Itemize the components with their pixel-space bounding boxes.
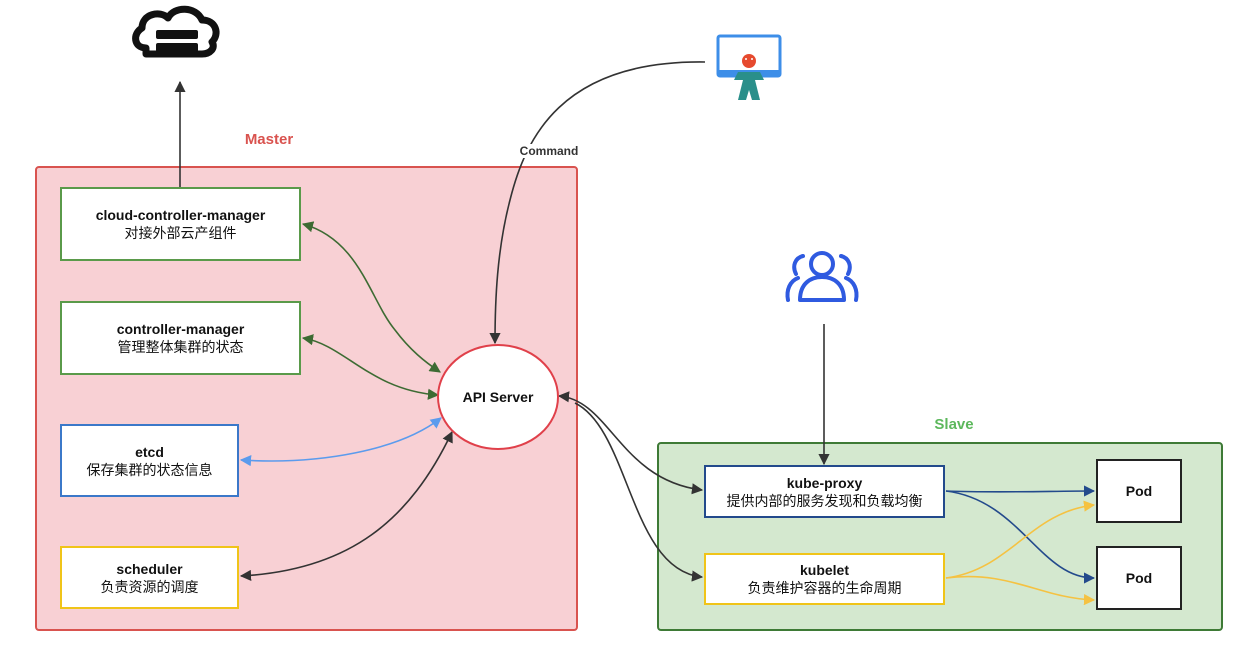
pod-node-1[interactable]: Pod bbox=[1096, 459, 1182, 523]
edge-api-etcd bbox=[239, 417, 442, 467]
pod-1-title: Pod bbox=[1125, 483, 1153, 499]
controller-manager-node[interactable]: controller-manager 管理整体集群的状态 bbox=[60, 301, 301, 375]
edge-kubelet-pod2 bbox=[945, 575, 1096, 606]
scheduler-node[interactable]: scheduler 负责资源的调度 bbox=[60, 546, 239, 609]
kube-proxy-subtitle: 提供内部的服务发现和负载均衡 bbox=[726, 492, 923, 509]
kube-proxy-node[interactable]: kube-proxy 提供内部的服务发现和负载均衡 bbox=[704, 465, 945, 518]
edge-api-cm bbox=[301, 334, 440, 400]
api-server-node[interactable]: API Server bbox=[437, 344, 559, 450]
scheduler-subtitle: 负责资源的调度 bbox=[100, 578, 199, 595]
etcd-subtitle: 保存集群的状态信息 bbox=[86, 461, 213, 478]
pod-2-title: Pod bbox=[1125, 570, 1153, 586]
edge-proxy-pod2 bbox=[945, 490, 1096, 584]
edge-kubelet-pod1 bbox=[945, 500, 1096, 579]
cloud-controller-manager-subtitle: 对接外部云产组件 bbox=[124, 225, 237, 241]
kube-proxy-title: kube-proxy bbox=[786, 474, 863, 491]
cloud-storage-icon bbox=[132, 5, 220, 58]
edge-api-kube-proxy bbox=[557, 391, 704, 495]
kubelet-title: kubelet bbox=[799, 562, 849, 578]
slave-label: Slave bbox=[934, 416, 974, 433]
api-server-title: API Server bbox=[462, 389, 534, 405]
kubelet-subtitle: 负责维护容器的生命周期 bbox=[747, 580, 902, 596]
edge-api-ccm bbox=[301, 221, 441, 373]
edge-api-kubelet bbox=[574, 402, 704, 582]
cloud-controller-manager-node[interactable]: cloud-controller-manager 对接外部云产组件 bbox=[60, 187, 301, 261]
kubelet-node[interactable]: kubelet 负责维护容器的生命周期 bbox=[704, 553, 945, 605]
controller-manager-title: controller-manager bbox=[116, 321, 245, 337]
controller-manager-subtitle: 管理整体集群的状态 bbox=[117, 339, 244, 355]
edge-proxy-pod1 bbox=[945, 485, 1096, 497]
command-label: Command bbox=[509, 144, 589, 158]
users-group-icon bbox=[785, 251, 859, 302]
scheduler-title: scheduler bbox=[116, 560, 183, 577]
cloud-controller-manager-title: cloud-controller-manager bbox=[95, 207, 266, 223]
etcd-node[interactable]: etcd 保存集群的状态信息 bbox=[60, 424, 239, 497]
pod-node-2[interactable]: Pod bbox=[1096, 546, 1182, 610]
etcd-title: etcd bbox=[135, 443, 164, 460]
edge-api-scheduler bbox=[239, 430, 453, 582]
master-label: Master bbox=[244, 131, 294, 148]
edge-command bbox=[489, 61, 706, 345]
admin-computer-icon bbox=[716, 34, 782, 100]
